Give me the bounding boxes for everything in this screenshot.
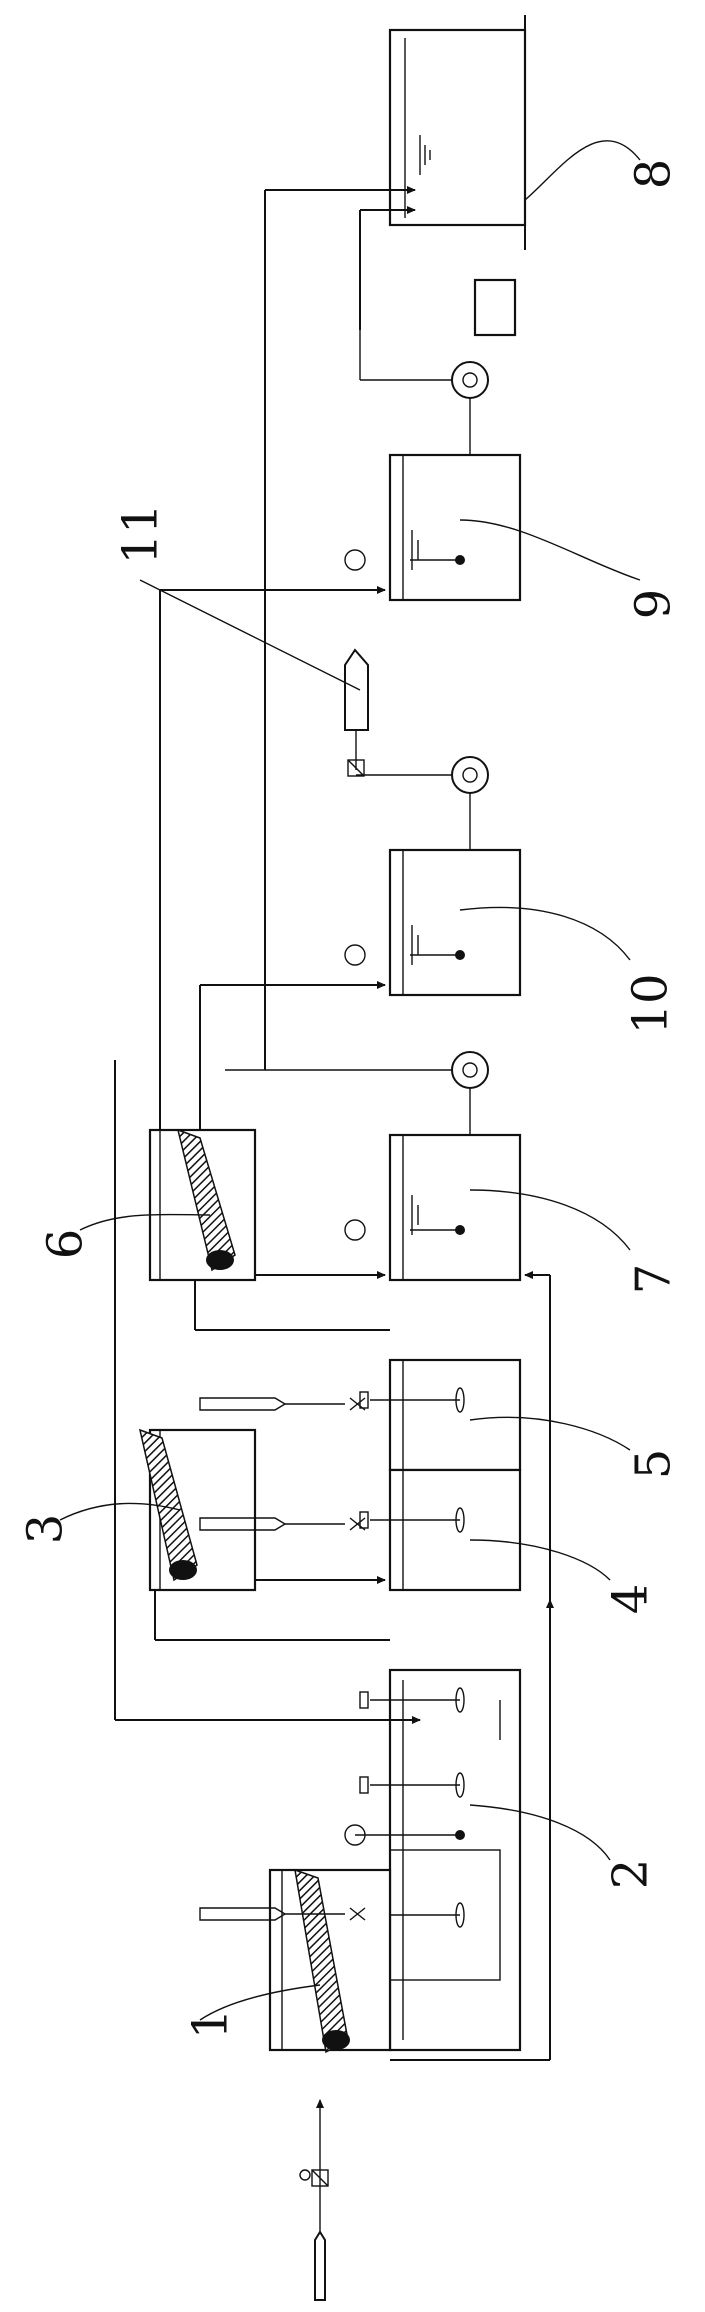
tank-8: [388, 15, 527, 250]
label-8: 8: [625, 158, 682, 190]
dosing-bottle-2: [199, 1907, 366, 1921]
screen-unit-6: [148, 1128, 257, 1282]
piping: [114, 186, 554, 2061]
dosing-bottle-4: [199, 1517, 366, 1531]
tank-9: [344, 453, 522, 602]
tank-7: [344, 1133, 522, 1282]
label-2: 2: [602, 1858, 659, 1890]
pump-7: [225, 1051, 489, 1135]
inlet-source: [299, 2099, 329, 2301]
label-1: 1: [182, 2008, 239, 2040]
tank-10: [344, 848, 522, 997]
filter-column-11: [344, 648, 369, 777]
label-6: 6: [37, 1228, 94, 1260]
label-5: 5: [625, 1448, 682, 1480]
tank-2: [344, 1668, 522, 2052]
pump-9: [359, 330, 489, 455]
tank-5: [359, 1358, 522, 1472]
label-4: 4: [602, 1583, 659, 1615]
screen-unit-1: [268, 1868, 392, 2054]
label-7: 7: [625, 1263, 682, 1295]
label-9: 9: [625, 588, 682, 620]
control-box: [473, 278, 517, 337]
label-10: 10: [622, 973, 679, 1035]
label-11: 11: [112, 503, 169, 565]
dosing-bottle-5: [199, 1397, 366, 1411]
label-3: 3: [17, 1513, 74, 1545]
tank-4: [359, 1468, 522, 1592]
leader-lines: [59, 140, 641, 2021]
pump-10: [356, 756, 489, 850]
screen-unit-3: [138, 1428, 257, 1592]
